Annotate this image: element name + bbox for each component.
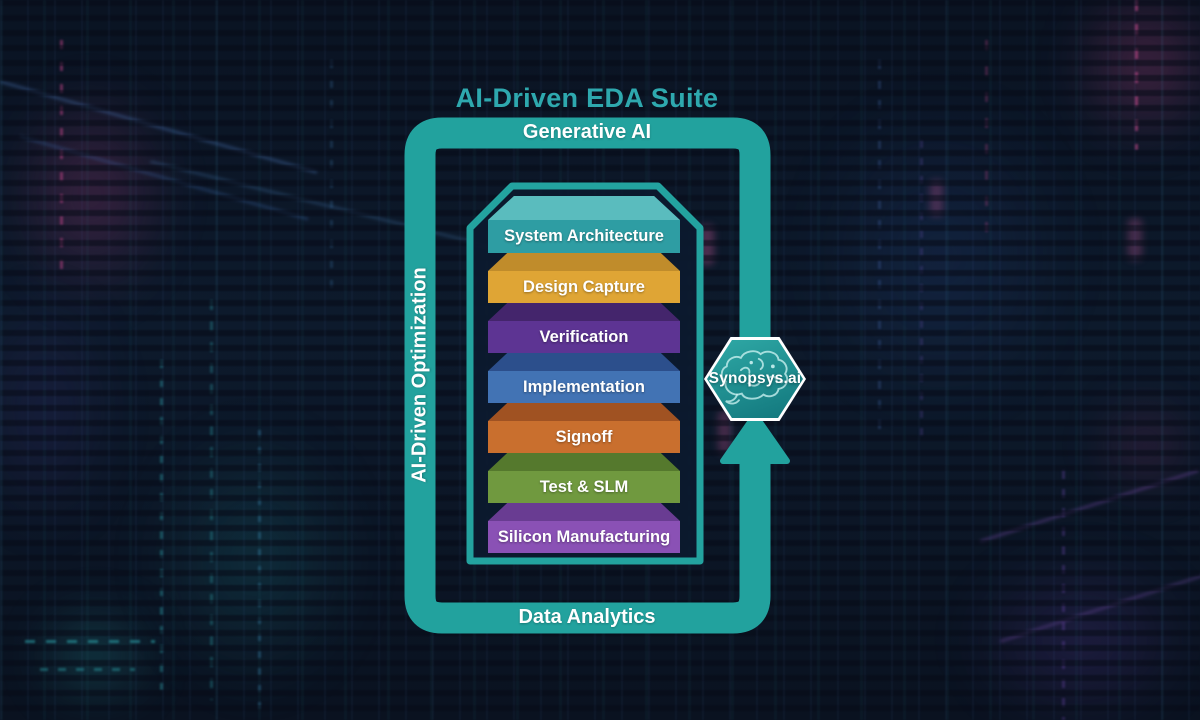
slab-top-face: [488, 453, 680, 471]
badge-fill: Synopsys.ai: [707, 340, 803, 418]
slab-top-face: [488, 253, 680, 271]
stage-label: Implementation: [488, 371, 680, 403]
slab-top-face: [488, 196, 680, 220]
brain-icon: [720, 350, 789, 405]
up-arrow-icon: [720, 412, 790, 464]
page-title: AI-Driven EDA Suite: [455, 83, 719, 113]
generative-ai-label: Generative AI: [522, 121, 652, 143]
stage-label: Verification: [488, 321, 680, 353]
stage-label: Design Capture: [488, 271, 680, 303]
stage-silicon-manufacturing: Silicon Manufacturing: [488, 503, 680, 553]
slab-top-face: [488, 353, 680, 371]
loop-band: [404, 117, 771, 634]
stage-verification: Verification: [488, 303, 680, 353]
slab-top-face: [488, 303, 680, 321]
stage-label: Test & SLM: [488, 471, 680, 503]
slab-top-face: [488, 503, 680, 521]
stage-design-capture: Design Capture: [488, 253, 680, 303]
ai-driven-optimization-label: AI-Driven Optimization: [408, 267, 431, 483]
stage-test-slm: Test & SLM: [488, 453, 680, 503]
stage-signoff: Signoff: [488, 403, 680, 453]
stage-label: System Architecture: [488, 220, 680, 253]
eda-flow-stack: System Architecture Design Capture Verif…: [488, 196, 680, 553]
stage-label: Signoff: [488, 421, 680, 453]
slab-top-face: [488, 403, 680, 421]
stage-implementation: Implementation: [488, 353, 680, 403]
stage-system-architecture: System Architecture: [488, 196, 680, 253]
badge-label: Synopsys.ai: [708, 370, 802, 387]
stage-label: Silicon Manufacturing: [488, 521, 680, 553]
data-analytics-label: Data Analytics: [518, 606, 656, 628]
